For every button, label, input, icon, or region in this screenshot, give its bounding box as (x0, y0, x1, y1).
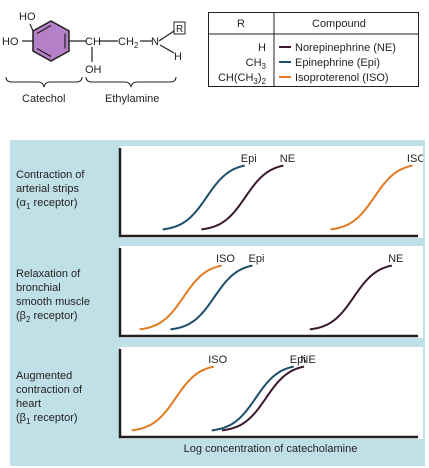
table-r-h: H (258, 42, 266, 54)
plot-axes (118, 349, 418, 439)
curve-label-epi: Epi (241, 153, 257, 165)
ch2-subscript: 2 (134, 41, 139, 50)
row-label-line: Contraction of (16, 169, 85, 181)
plot-bronchial: ISO Epi NE (118, 246, 423, 338)
ho-left-label: HO (2, 36, 19, 48)
curve-label-ne: NE (388, 253, 403, 265)
plot-arterial: Epi NE ISO (118, 146, 423, 238)
row-label-line: Relaxation of (16, 268, 81, 280)
curve-ne (309, 264, 392, 331)
table-header-compound: Compound (312, 18, 366, 30)
table-compound-iso: Isoproterenol (ISO) (295, 72, 389, 84)
row-label-heart: Augmented contraction of heart (β1 recep… (16, 369, 82, 429)
svg-text:CH(CH3)2: CH(CH3)2 (218, 72, 267, 86)
row-label-line: bronchial (16, 282, 61, 294)
row-label-line: heart (16, 398, 42, 410)
plot-area (120, 347, 423, 439)
catecholamine-structure: HO HO CH CH2 N R H OH Catechol Ethylamin… (2, 11, 186, 105)
ch-label: CH (85, 36, 101, 48)
receptor-label: (α1 receptor) (16, 197, 78, 212)
ethylamine-label: Ethylamine (105, 93, 159, 105)
ethylamine-brace (85, 76, 177, 88)
row-label-line: arterial strips (16, 183, 79, 195)
row-label-line: Augmented (16, 370, 73, 382)
curve-label-epi: Epi (248, 253, 264, 265)
table-header-r: R (237, 18, 245, 30)
curve-epi (211, 365, 294, 432)
compound-table: R Compound H Norepinephrine (NE) CH3 Epi… (208, 12, 419, 87)
svg-text:CH3: CH3 (246, 57, 267, 71)
curve-label-iso: ISO (216, 253, 235, 265)
row-label-bronchial: Relaxation of bronchial smooth muscle (β… (16, 267, 90, 327)
table-r-iso: CH(CH (218, 72, 253, 84)
catechol-label: Catechol (22, 93, 65, 105)
curve-iso (131, 365, 214, 432)
table-r-ch3-sub: 3 (262, 62, 267, 71)
ch2-label: CH (118, 36, 134, 48)
x-axis-label: Log concentration of catecholamine (183, 443, 358, 455)
plot-axes (118, 148, 418, 238)
curve-label-epi: Epi (290, 354, 306, 366)
curve-ne (201, 164, 284, 231)
ho-top-label: HO (19, 11, 36, 23)
curve-label-ne: NE (300, 354, 315, 366)
curve-iso (139, 264, 222, 331)
curve-ne (221, 365, 305, 432)
curve-epi (170, 264, 253, 331)
curve-iso (330, 164, 413, 231)
plot-area (120, 246, 423, 338)
receptor-label: (β2 receptor) (16, 310, 78, 325)
plot-axes (118, 248, 418, 338)
receptor-label: (β1 receptor) (16, 412, 78, 427)
curve-label-ne: NE (280, 153, 295, 165)
table-compound-ne: Norepinephrine (NE) (295, 42, 396, 54)
curve-label-iso: ISO (208, 354, 227, 366)
curve-epi (162, 164, 245, 231)
r-box-label: R (176, 24, 183, 35)
oh-label: OH (85, 64, 102, 76)
catechol-brace (5, 76, 83, 88)
h-label: H (174, 51, 182, 63)
dose-response-panel: Contraction of arterial strips (α1 recep… (10, 140, 425, 466)
svg-text:H: H (258, 42, 266, 54)
svg-text:CH2: CH2 (118, 36, 139, 50)
row-label-arterial: Contraction of arterial strips (α1 recep… (16, 168, 84, 214)
table-r-ch3: CH (246, 57, 262, 69)
plot-area (120, 146, 423, 238)
benzene-ring (32, 20, 70, 62)
row-label-line: smooth muscle (16, 296, 90, 308)
r-box (173, 21, 186, 35)
table-r-iso-sub1: 3 (253, 77, 258, 86)
n-label: N (151, 36, 159, 48)
row-label-line: contraction of (16, 384, 83, 396)
table-r-iso-sub2: 2 (262, 77, 267, 86)
table-compound-epi: Epinephrine (Epi) (295, 57, 380, 69)
curve-label-iso: ISO (407, 153, 423, 165)
table-r-iso-tail: ) (258, 72, 262, 84)
